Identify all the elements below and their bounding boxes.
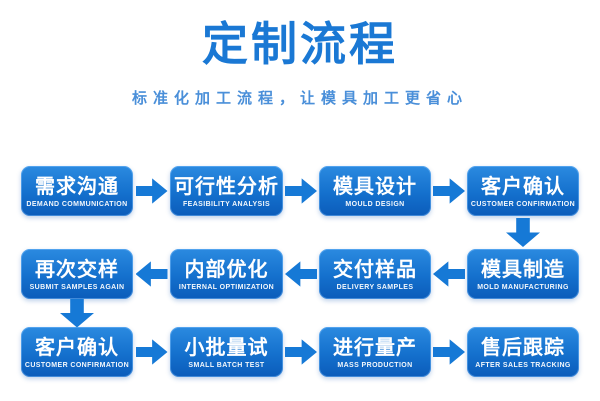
flow-step-subtitle-en: CUSTOMER CONFIRMATION — [470, 200, 576, 208]
arrow-down-icon — [506, 218, 540, 247]
flow-step-title-zh: 模具设计 — [333, 175, 417, 198]
flow-step-demand-communication: 需求沟通 DEMAND COMMUNICATION — [21, 166, 133, 216]
flow-step-delivery-samples: 交付样品 DELIVERY SAMPLES — [319, 249, 431, 299]
page-title: 定制流程 — [202, 18, 398, 70]
arrow-right-icon — [285, 339, 317, 365]
flow-step-subtitle-en: CUSTOMER CONFIRMATION — [24, 361, 130, 369]
arrow-right-icon — [433, 178, 465, 204]
flow-step-subtitle-en: AFTER SALES TRACKING — [475, 361, 571, 369]
process-flowchart: 需求沟通 DEMAND COMMUNICATION 可行性分析 FEASIBIL… — [21, 166, 579, 377]
flow-step-subtitle-en: MOLD MANUFACTURING — [477, 283, 569, 291]
flow-step-title-zh: 内部优化 — [184, 258, 269, 281]
flow-step-subtitle-en: DEMAND COMMUNICATION — [26, 200, 128, 208]
arrow-left-icon — [285, 261, 317, 287]
arrow-left-icon — [433, 261, 465, 287]
flow-step-title-zh: 客户确认 — [35, 336, 119, 359]
arrow-right-icon — [285, 178, 317, 204]
flow-step-subtitle-en: SUBMIT SAMPLES AGAIN — [29, 283, 125, 291]
flow-step-mold-manufacturing: 模具制造 MOLD MANUFACTURING — [467, 249, 579, 299]
header: 定制流程 标准化加工流程，让模具加工更省心 — [0, 0, 600, 108]
flow-step-title-zh: 客户确认 — [481, 175, 565, 198]
arrow-right-icon — [433, 339, 465, 365]
arrow-right-icon — [135, 339, 168, 365]
flow-step-title-zh: 模具制造 — [481, 258, 565, 281]
arrow-right-icon — [135, 178, 168, 204]
flow-step-small-batch-test: 小批量试 SMALL BATCH TEST — [170, 327, 283, 377]
flow-step-customer-confirmation-2: 客户确认 CUSTOMER CONFIRMATION — [21, 327, 133, 377]
arrow-down-icon — [60, 298, 94, 328]
arrow-left-icon — [135, 261, 168, 287]
flow-step-feasibility-analysis: 可行性分析 FEASIBILITY ANALYSIS — [170, 166, 283, 216]
flow-step-mass-production: 进行量产 MASS PRODUCTION — [319, 327, 431, 377]
flow-step-internal-optimization: 内部优化 INTERNAL OPTIMIZATION — [170, 249, 283, 299]
flow-step-customer-confirmation: 客户确认 CUSTOMER CONFIRMATION — [467, 166, 579, 216]
flow-step-title-zh: 小批量试 — [184, 336, 269, 359]
flow-step-subtitle-en: SMALL BATCH TEST — [188, 361, 265, 369]
flow-step-mould-design: 模具设计 MOULD DESIGN — [319, 166, 431, 216]
page-subtitle: 标准化加工流程，让模具加工更省心 — [131, 90, 468, 107]
flow-step-subtitle-en: DELIVERY SAMPLES — [336, 283, 414, 291]
flow-step-title-zh: 再次交样 — [35, 258, 119, 281]
flow-step-title-zh: 售后跟踪 — [481, 336, 565, 359]
flow-step-title-zh: 进行量产 — [333, 336, 417, 359]
flow-step-subtitle-en: MASS PRODUCTION — [337, 361, 413, 369]
flow-step-title-zh: 可行性分析 — [174, 175, 279, 198]
flow-step-subtitle-en: INTERNAL OPTIMIZATION — [178, 283, 275, 291]
flow-step-after-sales-tracking: 售后跟踪 AFTER SALES TRACKING — [467, 327, 579, 377]
flow-step-submit-samples-again: 再次交样 SUBMIT SAMPLES AGAIN — [21, 249, 133, 299]
flow-step-subtitle-en: FEASIBILITY ANALYSIS — [182, 200, 271, 208]
flow-step-title-zh: 需求沟通 — [35, 175, 119, 198]
flow-step-subtitle-en: MOULD DESIGN — [345, 200, 405, 208]
flow-step-title-zh: 交付样品 — [333, 258, 417, 281]
